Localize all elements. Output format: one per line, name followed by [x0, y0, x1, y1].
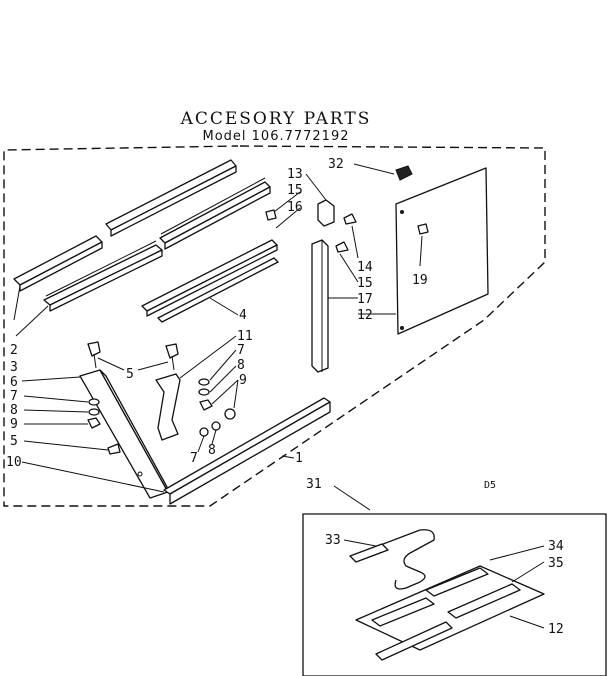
callout-label: 10 [6, 455, 22, 470]
channel-upper-right [159, 177, 271, 250]
callout-label: 7 [10, 389, 18, 404]
callout-label: 15 [287, 183, 303, 198]
callout-label: 1 [295, 451, 303, 466]
main-group-boundary [3, 145, 546, 507]
diagram-title: ACCESORY PARTS [180, 109, 372, 129]
callout-label: 31 [306, 477, 322, 492]
callout-label: 6 [10, 375, 18, 390]
rail-part-4 [141, 239, 279, 323]
model-number: Model 106.7772192 [202, 129, 349, 144]
callout-label: 7 [237, 343, 245, 358]
kit-box [302, 513, 607, 676]
callout-label: 13 [287, 167, 303, 182]
channel-part-3 [43, 240, 163, 312]
callout-label: 3 [10, 360, 18, 375]
callout-label: 32 [328, 157, 344, 172]
leader-lines [13, 163, 545, 629]
callout-label: 17 [357, 292, 373, 307]
block-part-32 [395, 165, 413, 181]
callout-label: 15 [357, 276, 373, 291]
bracket-part-11 [155, 373, 181, 441]
callout-label: 8 [208, 443, 216, 458]
hardware-fasteners [87, 209, 429, 455]
callout-labels: 2 3 6 7 8 9 5 10 5 11 7 8 9 7 8 4 1 13 1… [6, 157, 564, 637]
callout-label: 34 [548, 539, 564, 554]
post-part-17 [311, 239, 329, 373]
callout-label: 8 [10, 403, 18, 418]
callout-label: 7 [190, 451, 198, 466]
callout-label: 5 [126, 367, 134, 382]
callout-label: 4 [239, 308, 247, 323]
callout-label: 5 [10, 434, 18, 449]
callout-label: 9 [239, 373, 247, 388]
kit-contents [349, 529, 545, 661]
callout-label: 14 [357, 260, 373, 275]
diagram-code: D5 [484, 480, 496, 491]
callout-label: 8 [237, 358, 245, 373]
callout-label: 19 [412, 273, 428, 288]
callout-label: 12 [357, 308, 373, 323]
callout-label: 2 [10, 343, 18, 358]
callout-label: 11 [237, 329, 253, 344]
callout-label: 35 [548, 556, 564, 571]
panel-part-12 [395, 167, 489, 335]
callout-label: 12 [548, 622, 564, 637]
callout-label: 9 [10, 417, 18, 432]
rail-upper-left [105, 159, 237, 237]
base-bar-part-1 [163, 397, 331, 505]
callout-label: 16 [287, 200, 303, 215]
bracket-part-13 [317, 199, 335, 227]
rail-part-2 [13, 235, 103, 292]
support-arm-part-6-10 [79, 369, 173, 499]
callout-label: 33 [325, 533, 341, 548]
